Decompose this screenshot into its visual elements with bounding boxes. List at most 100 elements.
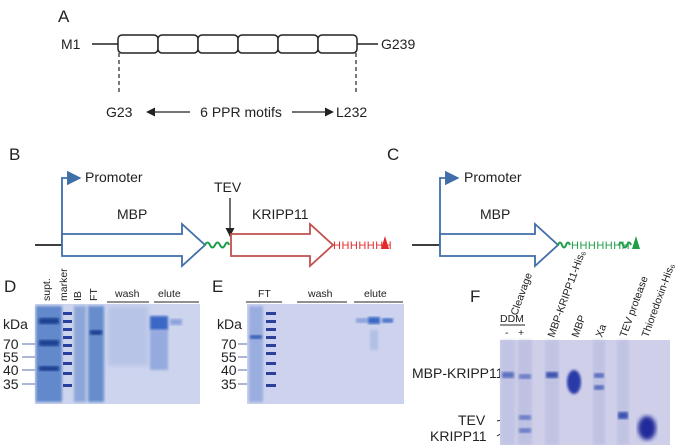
lane-xa-band-1 <box>594 373 604 378</box>
kda-label-e: kDa <box>217 316 242 332</box>
marker-ladder-e <box>266 312 276 387</box>
marker-55-d: 55 <box>3 349 19 365</box>
elute-e-band-3 <box>382 318 393 323</box>
lane-plus-band-2 <box>519 415 531 420</box>
ppr-motif-5 <box>277 34 319 54</box>
lane-supt-band-3 <box>39 366 59 371</box>
cleavage-label: Cleavage <box>509 271 536 317</box>
panel-b: B Promoter MBP TEV KRIPP11 HHHHHHH <box>9 145 392 269</box>
lane-supt-band-2 <box>39 340 59 346</box>
elute-smear <box>150 330 168 370</box>
lane-ft-e-smear <box>249 306 263 402</box>
lane-ft-smear <box>88 306 104 402</box>
ladder-band <box>266 372 276 375</box>
lane-ft-e-band <box>250 335 262 339</box>
ppr-motif-4 <box>237 34 279 54</box>
ppr-motif-2 <box>157 34 199 54</box>
tev-linker <box>204 241 230 249</box>
ladder-band <box>266 344 276 347</box>
band-label-tev: TEV <box>458 412 486 428</box>
promoter-label: Promoter <box>85 169 143 185</box>
promoter-label-c: Promoter <box>464 169 522 185</box>
ladder-band <box>266 384 276 387</box>
start-residue-label: M1 <box>61 36 81 52</box>
marker-40-e: 40 <box>221 362 237 378</box>
lane-ft-band <box>90 330 102 335</box>
marker-35-e: 35 <box>221 376 237 392</box>
ladder-band <box>63 328 72 331</box>
ladder-band <box>63 336 72 339</box>
band-label-mbp-kripp11: MBP-KRIPP11 <box>412 365 504 381</box>
lane-label-mbp: MBP <box>570 314 589 339</box>
ladder-band <box>266 312 276 315</box>
ppr-motif-3 <box>197 34 239 54</box>
group-label-wash-d: wash <box>114 288 140 300</box>
panel-a: A M1 G239 G23 L232 6 PPR motifs <box>58 7 415 120</box>
ladder-band <box>266 336 276 339</box>
marker-ladder-d <box>63 312 72 387</box>
kripp11-label: KRIPP11 <box>252 206 309 222</box>
marker-70-e: 70 <box>221 336 237 352</box>
lane-label-ft: FT <box>88 288 100 301</box>
lane-minus-smear <box>501 340 515 445</box>
linker-c-right <box>618 241 632 249</box>
lane-label-supt: supt. <box>41 278 53 301</box>
mbp-label: MBP <box>117 206 147 222</box>
end-residue-label: G239 <box>381 36 415 52</box>
lane-label-ib: IB <box>72 291 84 301</box>
panel-label-a: A <box>58 7 70 26</box>
panel-label-f: F <box>470 287 480 306</box>
his-tag-red: HHHHHHH <box>333 240 392 252</box>
lane-mbp-kripp11-band <box>546 372 558 378</box>
band-label-kripp11: KRIPP11 <box>430 428 487 444</box>
gel-image-f <box>500 340 670 445</box>
elute-e-band-1 <box>356 318 368 323</box>
panel-f: F Cleavage DDM - + MBP-KRIPP11-His₆ MBP … <box>412 249 677 445</box>
marker-35-d: 35 <box>3 376 19 392</box>
kda-label-d: kDa <box>3 316 28 332</box>
panel-e: E FT wash elute kDa 70 55 40 35 <box>212 277 404 404</box>
lane-mbp-band <box>567 370 581 394</box>
marker-40-d: 40 <box>3 362 19 378</box>
ppr-motifs-label: 6 PPR motifs <box>200 104 282 120</box>
ladder-band <box>266 320 276 323</box>
c-terminus-marker-red <box>381 236 389 249</box>
mbp-gene-arrow <box>61 221 207 269</box>
marker-70-d: 70 <box>3 336 19 352</box>
lane-plus-band-1 <box>519 374 531 379</box>
ddm-minus: - <box>505 327 509 339</box>
ladder-band <box>266 352 276 355</box>
lane-supt-band-1 <box>39 318 59 324</box>
ppr-motif-6 <box>317 34 358 54</box>
linker-c-left <box>557 241 571 249</box>
lane-thioredoxin-band <box>638 416 656 440</box>
c-terminus-marker-green <box>632 236 640 249</box>
lane-label-thioredoxin-his: Thioredoxin-His₆ <box>640 262 678 339</box>
lane-ib-smear <box>74 306 86 402</box>
panel-c: C Promoter MBP HHHHHHH <box>387 145 640 269</box>
group-label-wash-e: wash <box>307 288 333 300</box>
elute-e-smear <box>370 330 378 350</box>
ladder-band <box>63 344 72 347</box>
promoter-arrow-c <box>439 170 460 245</box>
panel-d: D supt. marker IB FT wash elute kDa 70 5… <box>3 268 200 404</box>
ladder-band <box>63 320 72 323</box>
elute-e-band-2 <box>368 317 380 324</box>
lane-plus-band-3 <box>519 428 531 433</box>
ladder-band <box>266 328 276 331</box>
ladder-band <box>63 372 72 375</box>
ladder-band <box>63 312 72 315</box>
ppr-motif-boxes <box>117 34 358 54</box>
first-motif-residue: G23 <box>106 104 133 120</box>
lane-xa-band-2 <box>594 385 604 390</box>
lane-label-marker: marker <box>58 268 70 301</box>
ladder-band <box>266 362 276 365</box>
ddm-plus: + <box>518 327 524 339</box>
lane-tev-protease-smear <box>617 340 629 445</box>
lane-label-xa: Xa <box>594 323 610 339</box>
ladder-band <box>63 352 72 355</box>
ppr-motif-1 <box>117 34 159 54</box>
lane-minus-band <box>502 372 514 378</box>
lane-tev-protease-band <box>618 412 628 419</box>
panel-label-e: E <box>212 277 223 296</box>
